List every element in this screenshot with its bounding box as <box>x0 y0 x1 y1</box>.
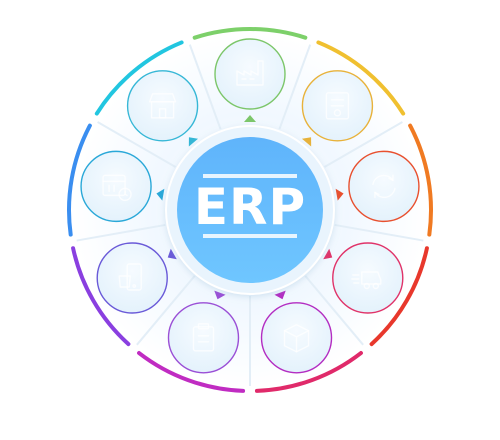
module-factory[interactable] <box>214 38 286 122</box>
spoke-line <box>136 275 196 346</box>
module-circle <box>126 70 199 142</box>
color-ring <box>67 27 433 393</box>
module-calendar-clock[interactable] <box>80 150 165 223</box>
erp-hub[interactable]: ERP <box>165 125 335 295</box>
ring-segment <box>137 351 246 393</box>
ring-segment <box>316 40 406 116</box>
module-pointer <box>301 137 312 147</box>
spoke-line <box>278 44 312 130</box>
spoke-line <box>304 275 364 346</box>
module-pointer <box>214 290 226 300</box>
invoice-icon <box>325 92 350 120</box>
ring-segment <box>254 351 363 393</box>
module-circle <box>80 150 152 223</box>
fast-delivery-icon <box>351 271 382 290</box>
hub-title: ERP <box>194 178 306 236</box>
module-clipboard[interactable] <box>167 290 240 374</box>
spoke-line <box>334 223 424 242</box>
ring-segment <box>192 27 308 40</box>
ring-segment <box>408 123 433 237</box>
module-pointer <box>323 248 333 260</box>
module-invoice[interactable] <box>301 70 374 147</box>
module-circle <box>348 150 420 223</box>
ring-segment <box>94 40 184 116</box>
module-fast-delivery[interactable] <box>323 242 404 314</box>
spoke-line <box>97 121 177 168</box>
ring-segment <box>71 246 131 347</box>
module-package-box[interactable] <box>260 290 333 374</box>
module-store[interactable] <box>126 70 199 147</box>
spoke-line <box>323 121 403 168</box>
factory-icon <box>236 60 264 86</box>
module-cycle-arrows[interactable] <box>335 150 420 223</box>
module-circle <box>167 302 240 374</box>
hub-outer-ring-edge <box>165 125 335 295</box>
module-mobile-shop[interactable] <box>96 242 177 314</box>
spoke-line <box>188 44 222 130</box>
cycle-arrows-icon <box>372 174 396 199</box>
module-pointer <box>335 188 344 201</box>
module-circle <box>332 242 404 314</box>
store-icon <box>148 93 177 119</box>
module-pointer <box>156 188 165 201</box>
module-group <box>80 38 420 374</box>
ring-segment <box>67 123 92 237</box>
calendar-clock-icon <box>102 174 132 202</box>
module-pointer <box>167 248 177 260</box>
package-box-icon <box>283 324 310 353</box>
module-pointer <box>244 115 256 122</box>
spoke-line <box>76 223 166 242</box>
module-pointer <box>274 290 286 300</box>
mobile-shop-icon <box>118 263 142 291</box>
clipboard-icon <box>192 323 215 352</box>
ring-segment <box>369 246 429 347</box>
hub-core <box>177 137 323 283</box>
module-pointer <box>188 137 199 147</box>
wheel-spokes <box>76 44 424 386</box>
module-circle <box>96 242 168 314</box>
